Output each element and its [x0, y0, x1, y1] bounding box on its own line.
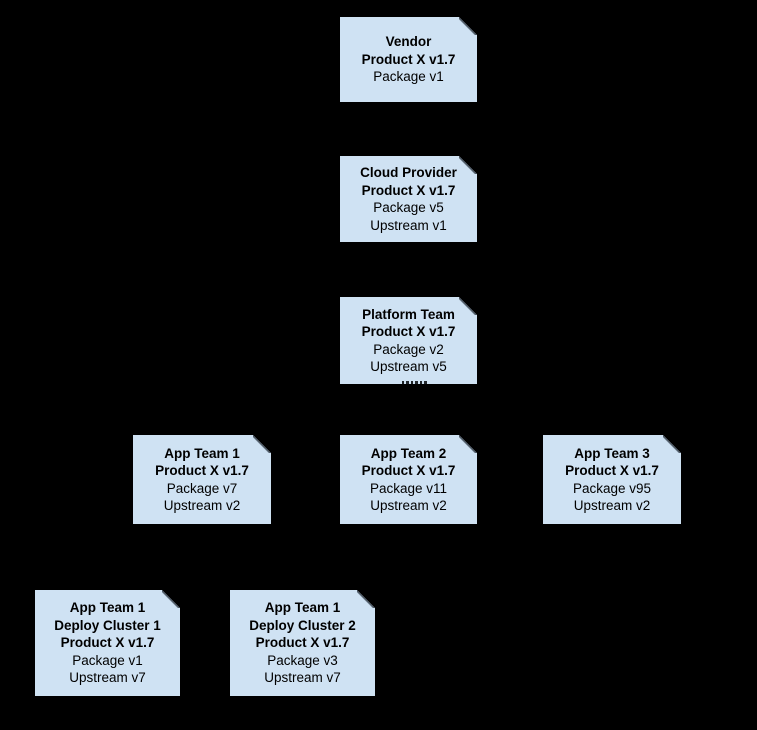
node-vendor[interactable]: Vendor Product X v1.7 Package v1	[340, 17, 477, 102]
node-cluster-line: Deploy Cluster 1	[54, 617, 161, 633]
folded-corner-icon	[253, 435, 271, 453]
node-upstream-line: Upstream v2	[370, 498, 447, 513]
folded-corner-icon	[459, 156, 477, 174]
node-package-line: Package v95	[572, 480, 652, 496]
node-package-line: Package v3	[267, 652, 338, 668]
node-product-line: Product X v1.7	[361, 182, 456, 198]
node-platform-team[interactable]: Platform Team Product X v1.7 Package v2 …	[340, 297, 477, 384]
node-package-line: Package v11	[369, 480, 448, 496]
folded-corner-icon	[162, 590, 180, 608]
clipped-text-artifact	[402, 381, 428, 384]
node-product-line: Product X v1.7	[60, 635, 155, 651]
node-product-line: Product X v1.7	[155, 463, 249, 478]
node-cloud-provider[interactable]: Cloud Provider Product X v1.7 Package v5…	[340, 156, 477, 242]
node-product-line: Product X v1.7	[361, 324, 456, 339]
node-upstream-line: Upstream v7	[69, 670, 146, 686]
folded-corner-icon	[663, 435, 681, 453]
node-app-team-1-deploy-cluster-2[interactable]: App Team 1 Deploy Cluster 2 Product X v1…	[230, 590, 375, 696]
node-upstream-line: Upstream v7	[264, 670, 341, 686]
node-title: App Team 1	[69, 600, 146, 616]
node-product-line: Product X v1.7	[361, 463, 456, 478]
node-title: Cloud Provider	[360, 165, 457, 180]
folded-corner-icon	[459, 17, 477, 35]
folded-corner-icon	[459, 435, 477, 453]
node-app-team-1-deploy-cluster-1[interactable]: App Team 1 Deploy Cluster 1 Product X v1…	[35, 590, 180, 696]
folded-corner-icon	[357, 590, 375, 608]
node-app-team-2[interactable]: App Team 2 Product X v1.7 Package v11 Up…	[340, 435, 477, 524]
node-package-line: Package v1	[72, 652, 143, 668]
node-upstream-line: Upstream v2	[573, 498, 651, 513]
node-product-line: Product X v1.7	[255, 635, 350, 651]
node-upstream-line: Upstream v5	[370, 359, 447, 374]
node-app-team-3[interactable]: App Team 3 Product X v1.7 Package v95 Up…	[543, 435, 681, 524]
node-title: Vendor	[385, 34, 432, 50]
node-title: App Team 1	[264, 600, 341, 616]
node-package-line: Package v2	[373, 341, 444, 357]
node-title: App Team 3	[574, 445, 650, 461]
folded-corner-icon	[459, 297, 477, 315]
node-product-line: Product X v1.7	[361, 51, 456, 67]
node-title: Platform Team	[362, 306, 455, 322]
node-cluster-line: Deploy Cluster 2	[249, 617, 356, 633]
node-title: App Team 2	[370, 445, 447, 461]
node-upstream-line: Upstream v1	[370, 217, 447, 233]
node-package-line: Package v1	[373, 69, 444, 85]
node-title: App Team 1	[164, 445, 240, 461]
node-app-team-1[interactable]: App Team 1 Product X v1.7 Package v7 Ups…	[133, 435, 271, 524]
node-package-line: Package v7	[166, 480, 238, 496]
node-product-line: Product X v1.7	[565, 463, 659, 478]
node-upstream-line: Upstream v2	[163, 498, 241, 513]
node-package-line: Package v5	[373, 200, 444, 215]
